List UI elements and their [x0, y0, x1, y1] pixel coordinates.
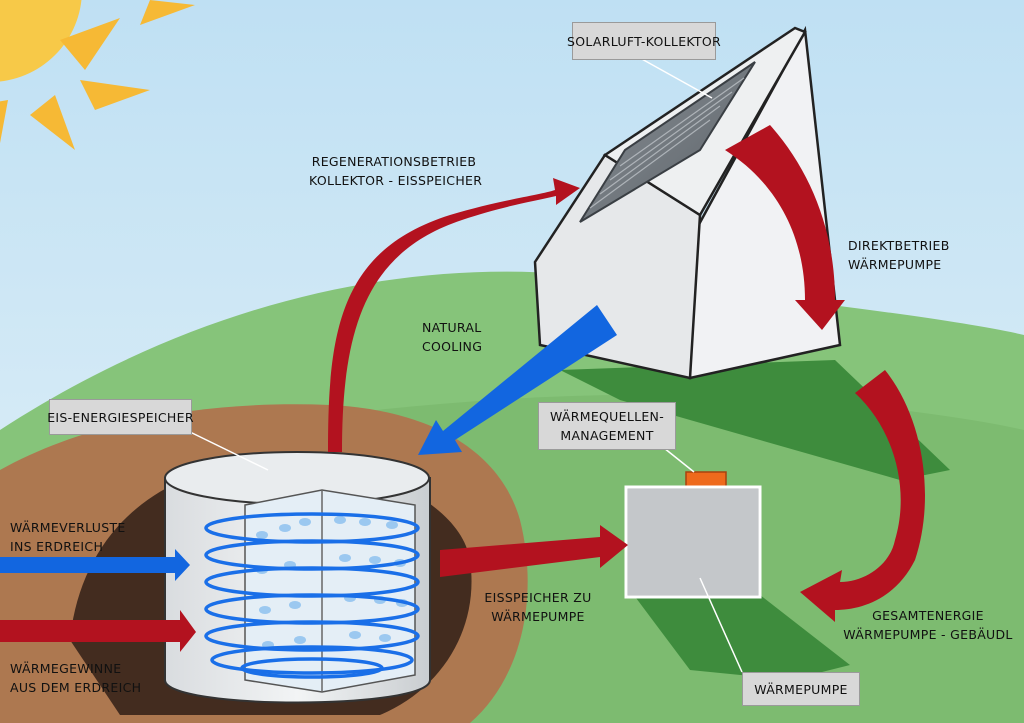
house-shadow — [560, 360, 950, 480]
ice-storage-tank — [164, 451, 431, 704]
heat-pump-unit — [624, 471, 762, 599]
label-heat-pump: WÄRMEPUMPE — [742, 672, 860, 706]
arrow-heat-loss — [0, 549, 190, 581]
arrow-direct-operation — [725, 125, 845, 330]
label-natural-cooling: NATURAL COOLING — [422, 320, 483, 354]
heat-exchanger-coil — [204, 512, 420, 679]
label-heat-loss-ground: WÄRMEVERLUSTE INS ERDREICH — [10, 520, 126, 554]
pump-shadow — [630, 590, 850, 680]
solar-air-collector — [579, 61, 756, 223]
house — [533, 25, 842, 380]
arrow-natural-cooling — [418, 305, 617, 455]
arrow-storage-to-pump — [440, 525, 628, 577]
label-total-energy: GESAMTENERGIE WÄRMEPUMPE - GEBÄUDL — [843, 608, 1013, 642]
arrow-heat-gain — [0, 610, 196, 652]
label-storage-to-heat-pump: EISSPEICHER ZU WÄRMEPUMPE — [484, 590, 592, 624]
label-heat-source-management: WÄRMEQUELLEN- MANAGEMENT — [538, 402, 676, 450]
label-direct-operation: DIREKTBETRIEB WÄRMEPUMPE — [848, 238, 950, 272]
label-heat-gain-ground: WÄRMEGEWINNE AUS DEM ERDREICH — [10, 661, 142, 695]
label-regeneration-mode: REGENERATIONSBETRIEB KOLLEKTOR - EISSPEI… — [309, 154, 483, 188]
leader-lines — [185, 57, 743, 673]
sun — [0, 0, 195, 150]
arrow-total-energy — [800, 370, 925, 622]
arrow-regeneration — [328, 178, 580, 452]
label-solar-air-collector: SOLARLUFT-KOLLEKTOR — [567, 22, 721, 60]
label-ice-energy-storage: EIS-ENERGIESPEICHER — [47, 399, 194, 435]
